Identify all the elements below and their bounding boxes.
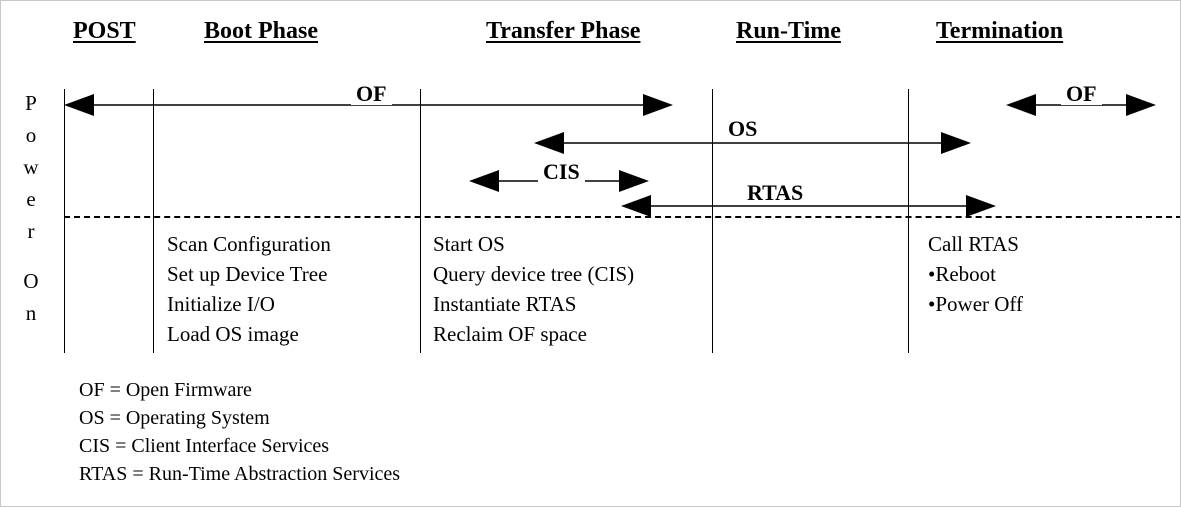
legend-entry: RTAS = Run-Time Abstraction Services xyxy=(79,463,401,485)
os-arrow-label: OS xyxy=(723,118,763,140)
legend-entry: CIS = Client Interface Services xyxy=(79,435,330,457)
of-arrow-right-head-left-icon xyxy=(1006,94,1036,116)
cis-arrow-head-left-icon xyxy=(469,170,499,192)
of-arrow-left-label: OF xyxy=(351,83,392,105)
cis-arrow-head-right-icon xyxy=(619,170,649,192)
line-transfer xyxy=(420,89,421,353)
line-post-left xyxy=(64,89,65,353)
termination-tasks: Call RTAS •Reboot •Power Off xyxy=(928,229,1023,319)
of-arrow-right-label: OF xyxy=(1061,83,1102,105)
of-arrow-right xyxy=(1006,94,1156,116)
task-item: •Reboot xyxy=(928,262,997,286)
phase-header-boot-phase: Boot Phase xyxy=(204,18,318,44)
line-termination xyxy=(908,89,909,353)
power-on-letter: P xyxy=(25,91,37,115)
task-item: Set up Device Tree xyxy=(167,262,328,286)
of-arrow-left-head-left-icon xyxy=(64,94,94,116)
power-on-divider xyxy=(64,216,1180,218)
rtas-arrow-label: RTAS xyxy=(742,182,809,204)
task-item: Instantiate RTAS xyxy=(433,292,577,316)
power-on-letter: w xyxy=(23,155,39,179)
power-on-letter: e xyxy=(26,187,36,211)
os-arrow xyxy=(534,132,971,154)
of-arrow-left xyxy=(64,94,673,116)
phase-header-transfer-phase: Transfer Phase xyxy=(486,18,641,44)
power-on-letter: n xyxy=(25,301,37,325)
line-runtime xyxy=(712,89,713,353)
power-on-letter: o xyxy=(25,123,37,147)
task-item: Initialize I/O xyxy=(167,292,275,316)
task-item: Load OS image xyxy=(167,322,299,346)
rtas-arrow xyxy=(621,195,996,217)
power-on-letter: O xyxy=(23,269,39,293)
cis-arrow-label: CIS xyxy=(538,161,585,183)
transfer-phase-tasks: Start OS Query device tree (CIS) Instantia… xyxy=(433,229,634,349)
phase-header-post: POST xyxy=(73,18,136,44)
task-item: •Power Off xyxy=(928,292,1024,316)
task-item: Query device tree (CIS) xyxy=(433,262,635,286)
rtas-arrow-head-left-icon xyxy=(621,195,651,217)
power-on-letter: r xyxy=(27,219,35,243)
of-arrow-right-head-right-icon xyxy=(1126,94,1156,116)
os-arrow-head-right-icon xyxy=(941,132,971,154)
legend-entry: OF = Open Firmware xyxy=(79,379,252,401)
rtas-arrow-head-right-icon xyxy=(966,195,996,217)
task-item: Start OS xyxy=(433,232,505,256)
line-boot xyxy=(153,89,154,353)
of-arrow-left-head-right-icon xyxy=(643,94,673,116)
phase-header-termination: Termination xyxy=(936,18,1064,44)
task-item: Scan Configuration xyxy=(167,232,331,256)
task-item: Reclaim OF space xyxy=(433,322,587,346)
phase-header-run-time: Run-Time xyxy=(736,18,841,44)
legend-entry: OS = Operating System xyxy=(79,407,270,429)
task-item: Call RTAS xyxy=(928,232,1019,256)
os-arrow-head-left-icon xyxy=(534,132,564,154)
